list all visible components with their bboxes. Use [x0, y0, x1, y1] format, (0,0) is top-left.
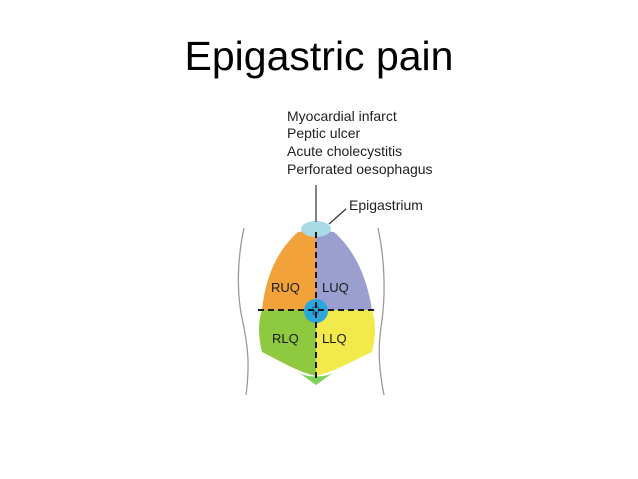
ruq-region: [262, 230, 316, 310]
epigastrium-marker: [301, 221, 331, 237]
epigastrium-pointer-line: [328, 208, 347, 225]
cause-perforated-oesophagus: Perforated oesophagus: [287, 161, 433, 177]
suprapubic-region: [298, 372, 334, 385]
rlq-region: [259, 310, 316, 376]
luq-label: LUQ: [322, 280, 349, 295]
slide-title: Epigastric pain: [184, 33, 454, 79]
torso-right-outline: [377, 227, 385, 396]
rlq-label: RLQ: [272, 331, 299, 346]
cause-myocardial-infarct: Myocardial infarct: [287, 108, 397, 124]
ruq-label: RUQ: [271, 280, 300, 295]
cause-peptic-ulcer: Peptic ulcer: [287, 125, 360, 141]
epigastrium-label: Epigastrium: [349, 197, 423, 213]
llq-region: [316, 310, 375, 376]
llq-label: LLQ: [322, 331, 347, 346]
torso-left-outline: [237, 227, 249, 396]
luq-region: [316, 230, 372, 310]
cause-acute-cholecystitis: Acute cholecystitis: [287, 143, 402, 159]
